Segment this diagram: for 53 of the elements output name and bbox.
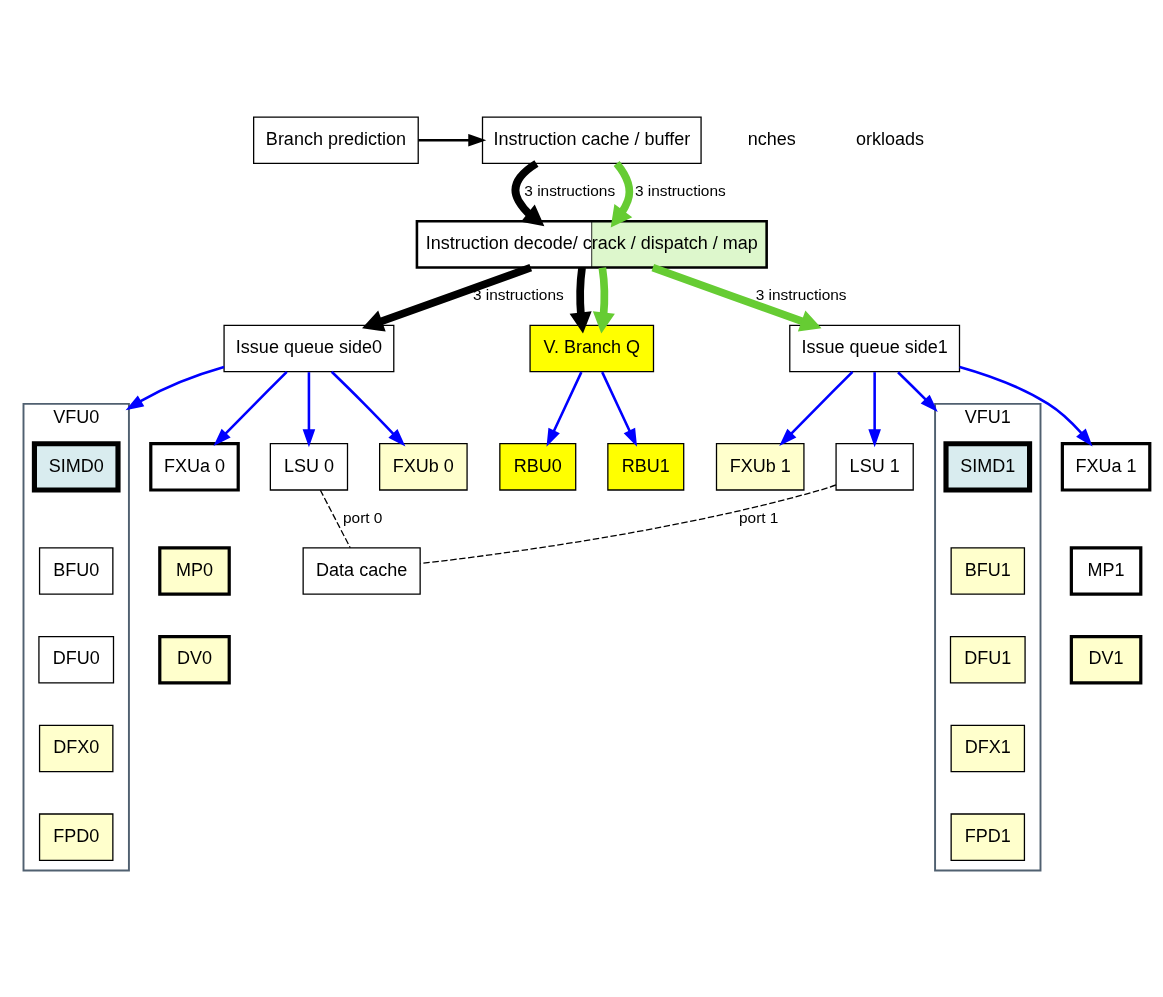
node-box: DV1 <box>1069 634 1143 684</box>
node-box: FXUa 0 <box>149 441 240 492</box>
node-box: FXUa 1 <box>1060 441 1152 492</box>
node-box: SIMD0 <box>31 440 121 493</box>
arrow <box>418 133 487 147</box>
node-box: Instruction cache / buffer <box>481 116 702 164</box>
arrow <box>569 266 592 334</box>
node-box: FXUb 1 <box>715 442 805 491</box>
edge-label: 3 instructions <box>634 181 726 199</box>
node-box: Issue queue side0 <box>223 324 395 372</box>
arrow <box>651 263 822 331</box>
label: nches <box>747 128 796 149</box>
node-box: FPD0 <box>38 812 114 861</box>
node-box: Data cache <box>302 546 421 595</box>
node-box: MP0 <box>158 545 231 596</box>
arrow <box>610 160 634 227</box>
arrow <box>959 365 1093 446</box>
edge-label: port 1 <box>739 508 779 526</box>
node-box: Branch prediction <box>253 116 419 164</box>
arrow <box>213 370 288 446</box>
node-box: V. Branch Q <box>529 324 655 372</box>
node-box: DFX0 <box>38 724 114 772</box>
edge-label: port 0 <box>343 508 383 526</box>
node-box: BFU1 <box>950 546 1026 595</box>
connector <box>319 489 351 548</box>
node-box: DV0 <box>158 634 231 684</box>
arrow <box>601 371 638 447</box>
node-box: Issue queue side1 <box>789 324 961 372</box>
node-box: DFU1 <box>949 635 1026 683</box>
node-box: DFU0 <box>38 635 115 683</box>
arrow <box>362 263 533 331</box>
node-box: DFX1 <box>950 724 1026 772</box>
node-box: BFU0 <box>38 546 114 595</box>
arrow <box>592 266 615 334</box>
arrow <box>897 370 938 412</box>
node-box: RBU0 <box>499 442 577 491</box>
label: orkloads <box>856 128 925 149</box>
edge-label: 3 instructions <box>524 181 616 199</box>
edge-label: 3 instructions <box>755 285 847 303</box>
node-box: FXUb 0 <box>379 442 468 491</box>
node-box: LSU 0 <box>269 442 349 491</box>
node-box: RBU1 <box>607 442 685 491</box>
connector <box>419 483 837 564</box>
arrow <box>330 370 406 446</box>
node-box: MP1 <box>1069 545 1143 596</box>
node-box: FPD1 <box>950 812 1026 861</box>
arrow <box>779 370 854 446</box>
arrow <box>302 371 316 447</box>
node-box: LSU 1 <box>835 442 914 491</box>
node-box: SIMD1 <box>943 440 1033 493</box>
arrow <box>546 371 583 447</box>
arrow <box>125 365 225 410</box>
arrow <box>868 371 881 447</box>
